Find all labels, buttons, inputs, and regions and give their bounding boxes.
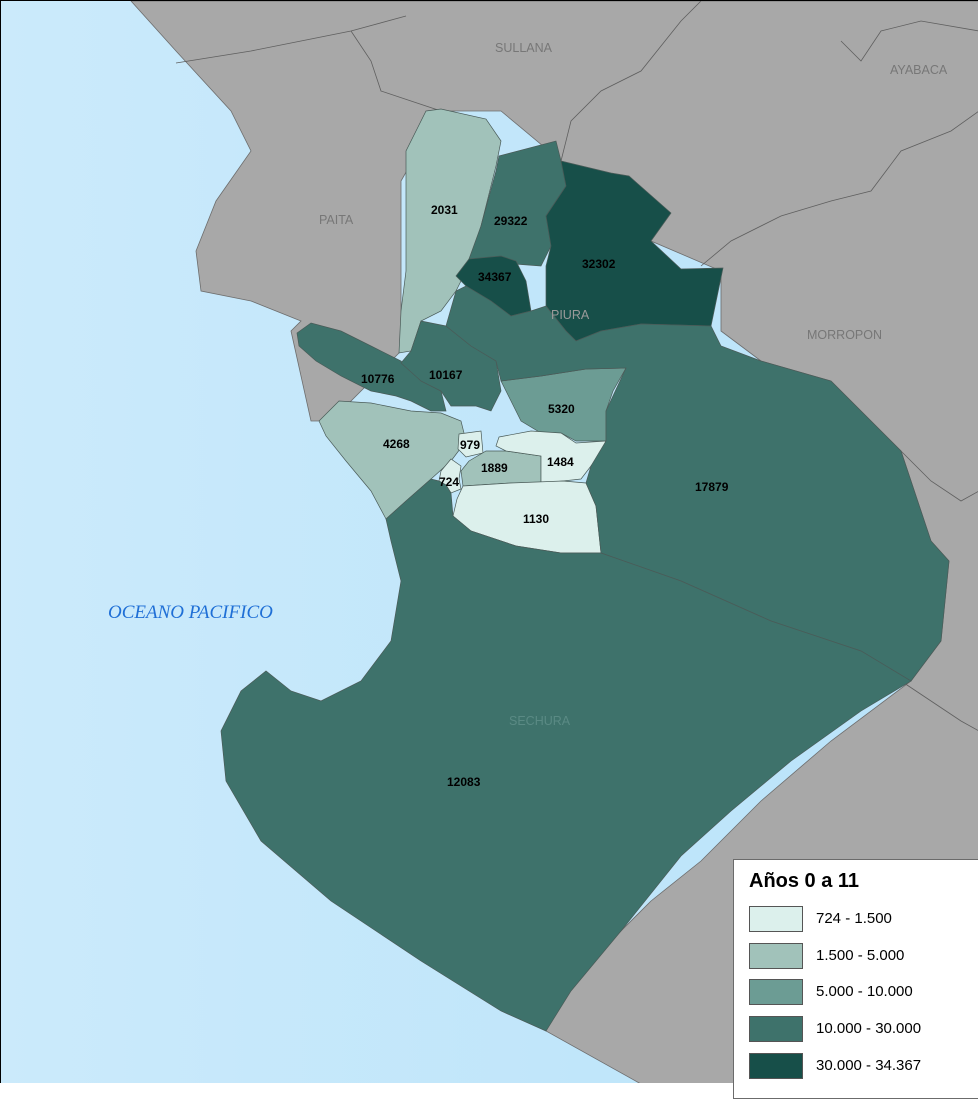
border-ayabaca-morropon: [700, 111, 978, 267]
region-label-paita: PAITA: [319, 213, 354, 227]
district-value-10776: 10776: [361, 372, 395, 386]
district-value-1130: 1130: [523, 512, 549, 526]
districts-layer: [220, 108, 950, 1032]
region-label-sechura: SECHURA: [509, 714, 571, 728]
legend-swatch: [749, 943, 803, 969]
district-1484: [495, 430, 607, 484]
district-2031: [398, 108, 502, 354]
border-morropon-east: [900, 450, 978, 502]
region-label-ayabaca: AYABACA: [890, 63, 948, 77]
district-979: [457, 430, 484, 458]
legend: Años 0 a 11 724 - 1.500 1.500 - 5.000 5.…: [733, 859, 978, 1099]
district-value-29322: 29322: [494, 214, 528, 228]
legend-label: 1.500 - 5.000: [816, 947, 905, 964]
district-value-2031: 2031: [431, 203, 458, 217]
legend-label: 5.000 - 10.000: [816, 983, 913, 1000]
district-value-17879: 17879: [695, 480, 729, 494]
legend-swatch: [749, 979, 803, 1005]
legend-label: 724 - 1.500: [816, 910, 892, 927]
region-label-piura: PIURA: [551, 308, 590, 322]
district-value-1889: 1889: [481, 461, 508, 475]
region-label-morropon: MORROPON: [807, 328, 882, 342]
district-value-10167: 10167: [429, 368, 463, 382]
district-value-12083: 12083: [447, 775, 481, 789]
border-sechura-south: [900, 680, 978, 731]
border-sullana-ayabaca: [560, 1, 702, 162]
land-background: [130, 1, 978, 1083]
district-value-1484: 1484: [547, 455, 574, 469]
legend-label: 30.000 - 34.367: [816, 1057, 922, 1074]
district-10776: [296, 322, 447, 412]
legend-label: 10.000 - 30.000: [816, 1020, 922, 1037]
district-12083: [220, 478, 912, 1032]
legend-swatch: [749, 1053, 803, 1079]
district-value-979: 979: [460, 438, 480, 452]
legend-swatch: [749, 906, 803, 932]
ocean-label: OCEANO PACIFICO: [108, 602, 273, 623]
district-value-32302: 32302: [582, 257, 616, 271]
region-label-sullana: SULLANA: [495, 41, 553, 55]
district-value-4268: 4268: [383, 437, 410, 451]
legend-swatch: [749, 1016, 803, 1042]
border-paita-sullana: [175, 15, 407, 64]
legend-title: Años 0 a 11: [749, 870, 860, 892]
district-value-34367: 34367: [478, 270, 512, 284]
district-29322: [468, 140, 567, 267]
district-value-724: 724: [439, 475, 459, 489]
district-value-5320: 5320: [548, 402, 575, 416]
border-sullana-north: [350, 30, 442, 112]
border-ayabaca-top: [840, 20, 978, 62]
